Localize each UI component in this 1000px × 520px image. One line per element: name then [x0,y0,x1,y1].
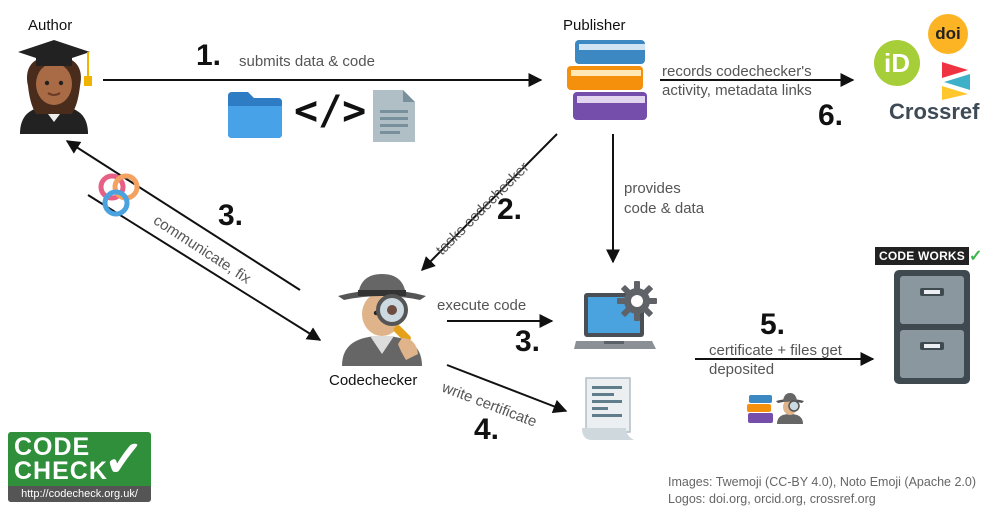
arrow-task [421,133,558,271]
code-works-text: CODE WORKS [875,247,969,265]
step-3-communicate-number: 3. [218,199,244,232]
folder-icon [228,92,282,138]
doi-logo: doi [928,14,968,54]
step-3-execute-number: 3. [515,325,541,358]
gear-icon [617,281,657,321]
orcid-logo: iD [874,40,920,86]
codecheck-url[interactable]: http://codecheck.org.uk/ [8,486,151,502]
step-5-number: 5. [760,308,786,341]
records-label-line1: records codechecker's [662,63,812,80]
mini-detective-icon [776,393,804,424]
step-2-number: 2. [497,193,523,226]
graduate-icon [18,40,92,134]
provides-label-line1: provides [624,180,681,197]
arrow-certificate [446,364,568,413]
crossref-mark-icon [942,62,970,100]
books-icon [567,40,647,120]
filing-cabinet-icon [894,270,970,384]
step-4-number: 4. [474,413,500,446]
code-icon: </> [294,88,367,134]
receipt-icon [582,377,634,440]
publisher-label: Publisher [563,17,626,34]
mini-books-icon [747,395,773,423]
code-works-badge: CODE WORKS ✓ [875,246,982,266]
arrow-communicate-forward [87,194,322,341]
check-icon: ✓ [969,248,983,265]
records-label-line2: activity, metadata links [662,82,812,99]
document-icon [373,90,415,142]
codecheck-logo-line2: CHECK [14,457,108,485]
detective-icon [338,274,426,366]
codecheck-tick-icon: ✓ [103,432,145,487]
credits-line1: Images: Twemoji (CC-BY 4.0), Noto Emoji … [668,475,976,489]
step-6-number: 6. [818,99,844,132]
author-label: Author [28,17,73,34]
provides-label-line2: code & data [624,200,705,217]
deposit-label-line2: deposited [709,361,775,378]
arrow-communicate-back [65,140,301,291]
step-1-number: 1. [196,39,222,72]
rings-icon [98,173,140,217]
codecheck-logo: CODE CHECK ✓ http://codecheck.org.uk/ [8,432,151,502]
submits-label: submits data & code [239,53,375,70]
deposit-label-line1: certificate + files get [709,342,842,359]
crossref-logo: Crossref [889,99,980,124]
codechecker-label: Codechecker [329,372,418,389]
codecheck-logo-line1: CODE [14,433,91,461]
credits-line2: Logos: doi.org, orcid.org, crossref.org [668,492,876,506]
execute-label: execute code [437,297,527,314]
